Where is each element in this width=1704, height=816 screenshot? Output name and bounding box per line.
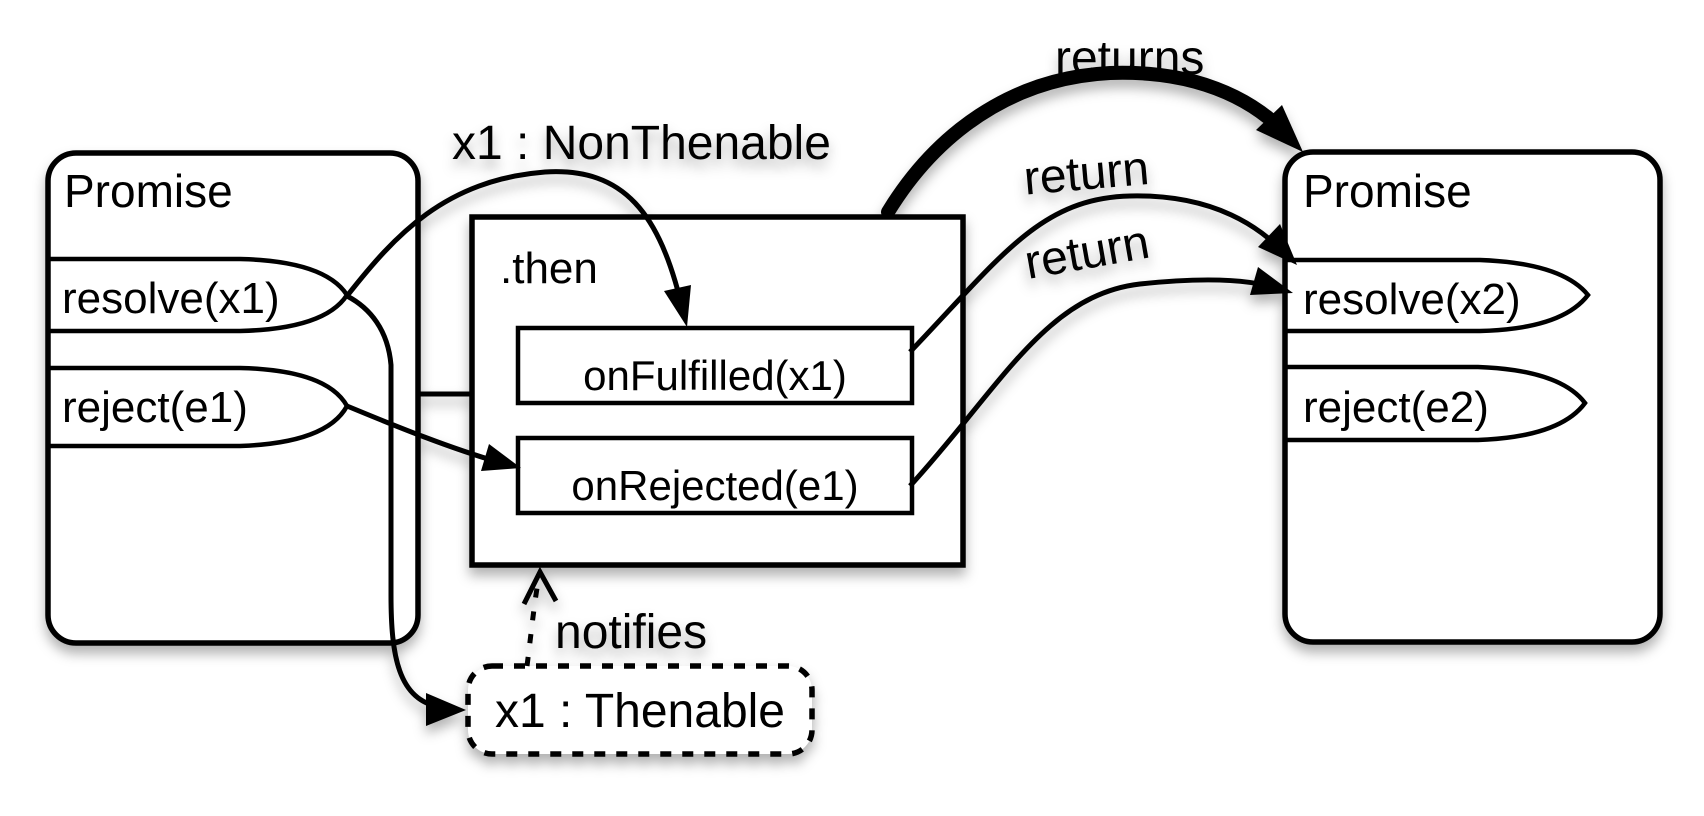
arrow-reject-to-onrejected-arrowhead bbox=[481, 444, 521, 471]
reject-e1-label: reject(e1) bbox=[62, 383, 248, 432]
reject-e2-pill bbox=[1285, 364, 1588, 443]
arrow-x1-thenable bbox=[345, 293, 441, 710]
arrow-x1-nonthenable-arrowhead bbox=[664, 285, 691, 327]
onrejected-label: onRejected(e1) bbox=[571, 462, 858, 509]
onfulfilled-box bbox=[515, 325, 915, 406]
resolve-x1-label: resolve(x1) bbox=[62, 274, 280, 323]
arrow-return-rejected-arrowhead bbox=[1250, 267, 1293, 295]
left-promise-title: Promise bbox=[64, 165, 233, 217]
arrow-x1-nonthenable bbox=[345, 169, 685, 308]
onfulfilled-label: onFulfilled(x1) bbox=[583, 352, 847, 399]
arrow-notifies-arrowhead bbox=[521, 566, 559, 606]
arrow-returns-arrowhead bbox=[1256, 105, 1303, 152]
resolve-x2-pill bbox=[1285, 257, 1591, 334]
onrejected-box bbox=[515, 435, 915, 516]
arrow-reject-to-onrejected bbox=[346, 403, 499, 465]
arrow-returns-inner bbox=[885, 69, 1286, 214]
right-promise-box bbox=[1282, 149, 1663, 645]
then-title: .then bbox=[500, 244, 598, 293]
return-fulfilled-annotation: return bbox=[1022, 142, 1152, 206]
nonthenable-annotation: x1 : NonThenable bbox=[452, 117, 831, 170]
arrow-return-fulfilled-arrowhead bbox=[1258, 224, 1297, 265]
returns-annotation: returns bbox=[1055, 32, 1204, 85]
resolve-x2-label: resolve(x2) bbox=[1303, 275, 1521, 324]
thenable-box bbox=[465, 663, 815, 757]
notifies-annotation: notifies bbox=[555, 606, 707, 659]
reject-e2-label: reject(e2) bbox=[1303, 383, 1489, 432]
arrow-return-fulfilled bbox=[908, 193, 1290, 354]
thenable-label: x1 : Thenable bbox=[495, 685, 785, 738]
arrow-return-rejected bbox=[908, 277, 1283, 488]
arrow-x1-thenable-arrowhead bbox=[426, 693, 466, 726]
right-promise-title: Promise bbox=[1303, 165, 1472, 217]
arrow-notifies bbox=[524, 581, 541, 667]
